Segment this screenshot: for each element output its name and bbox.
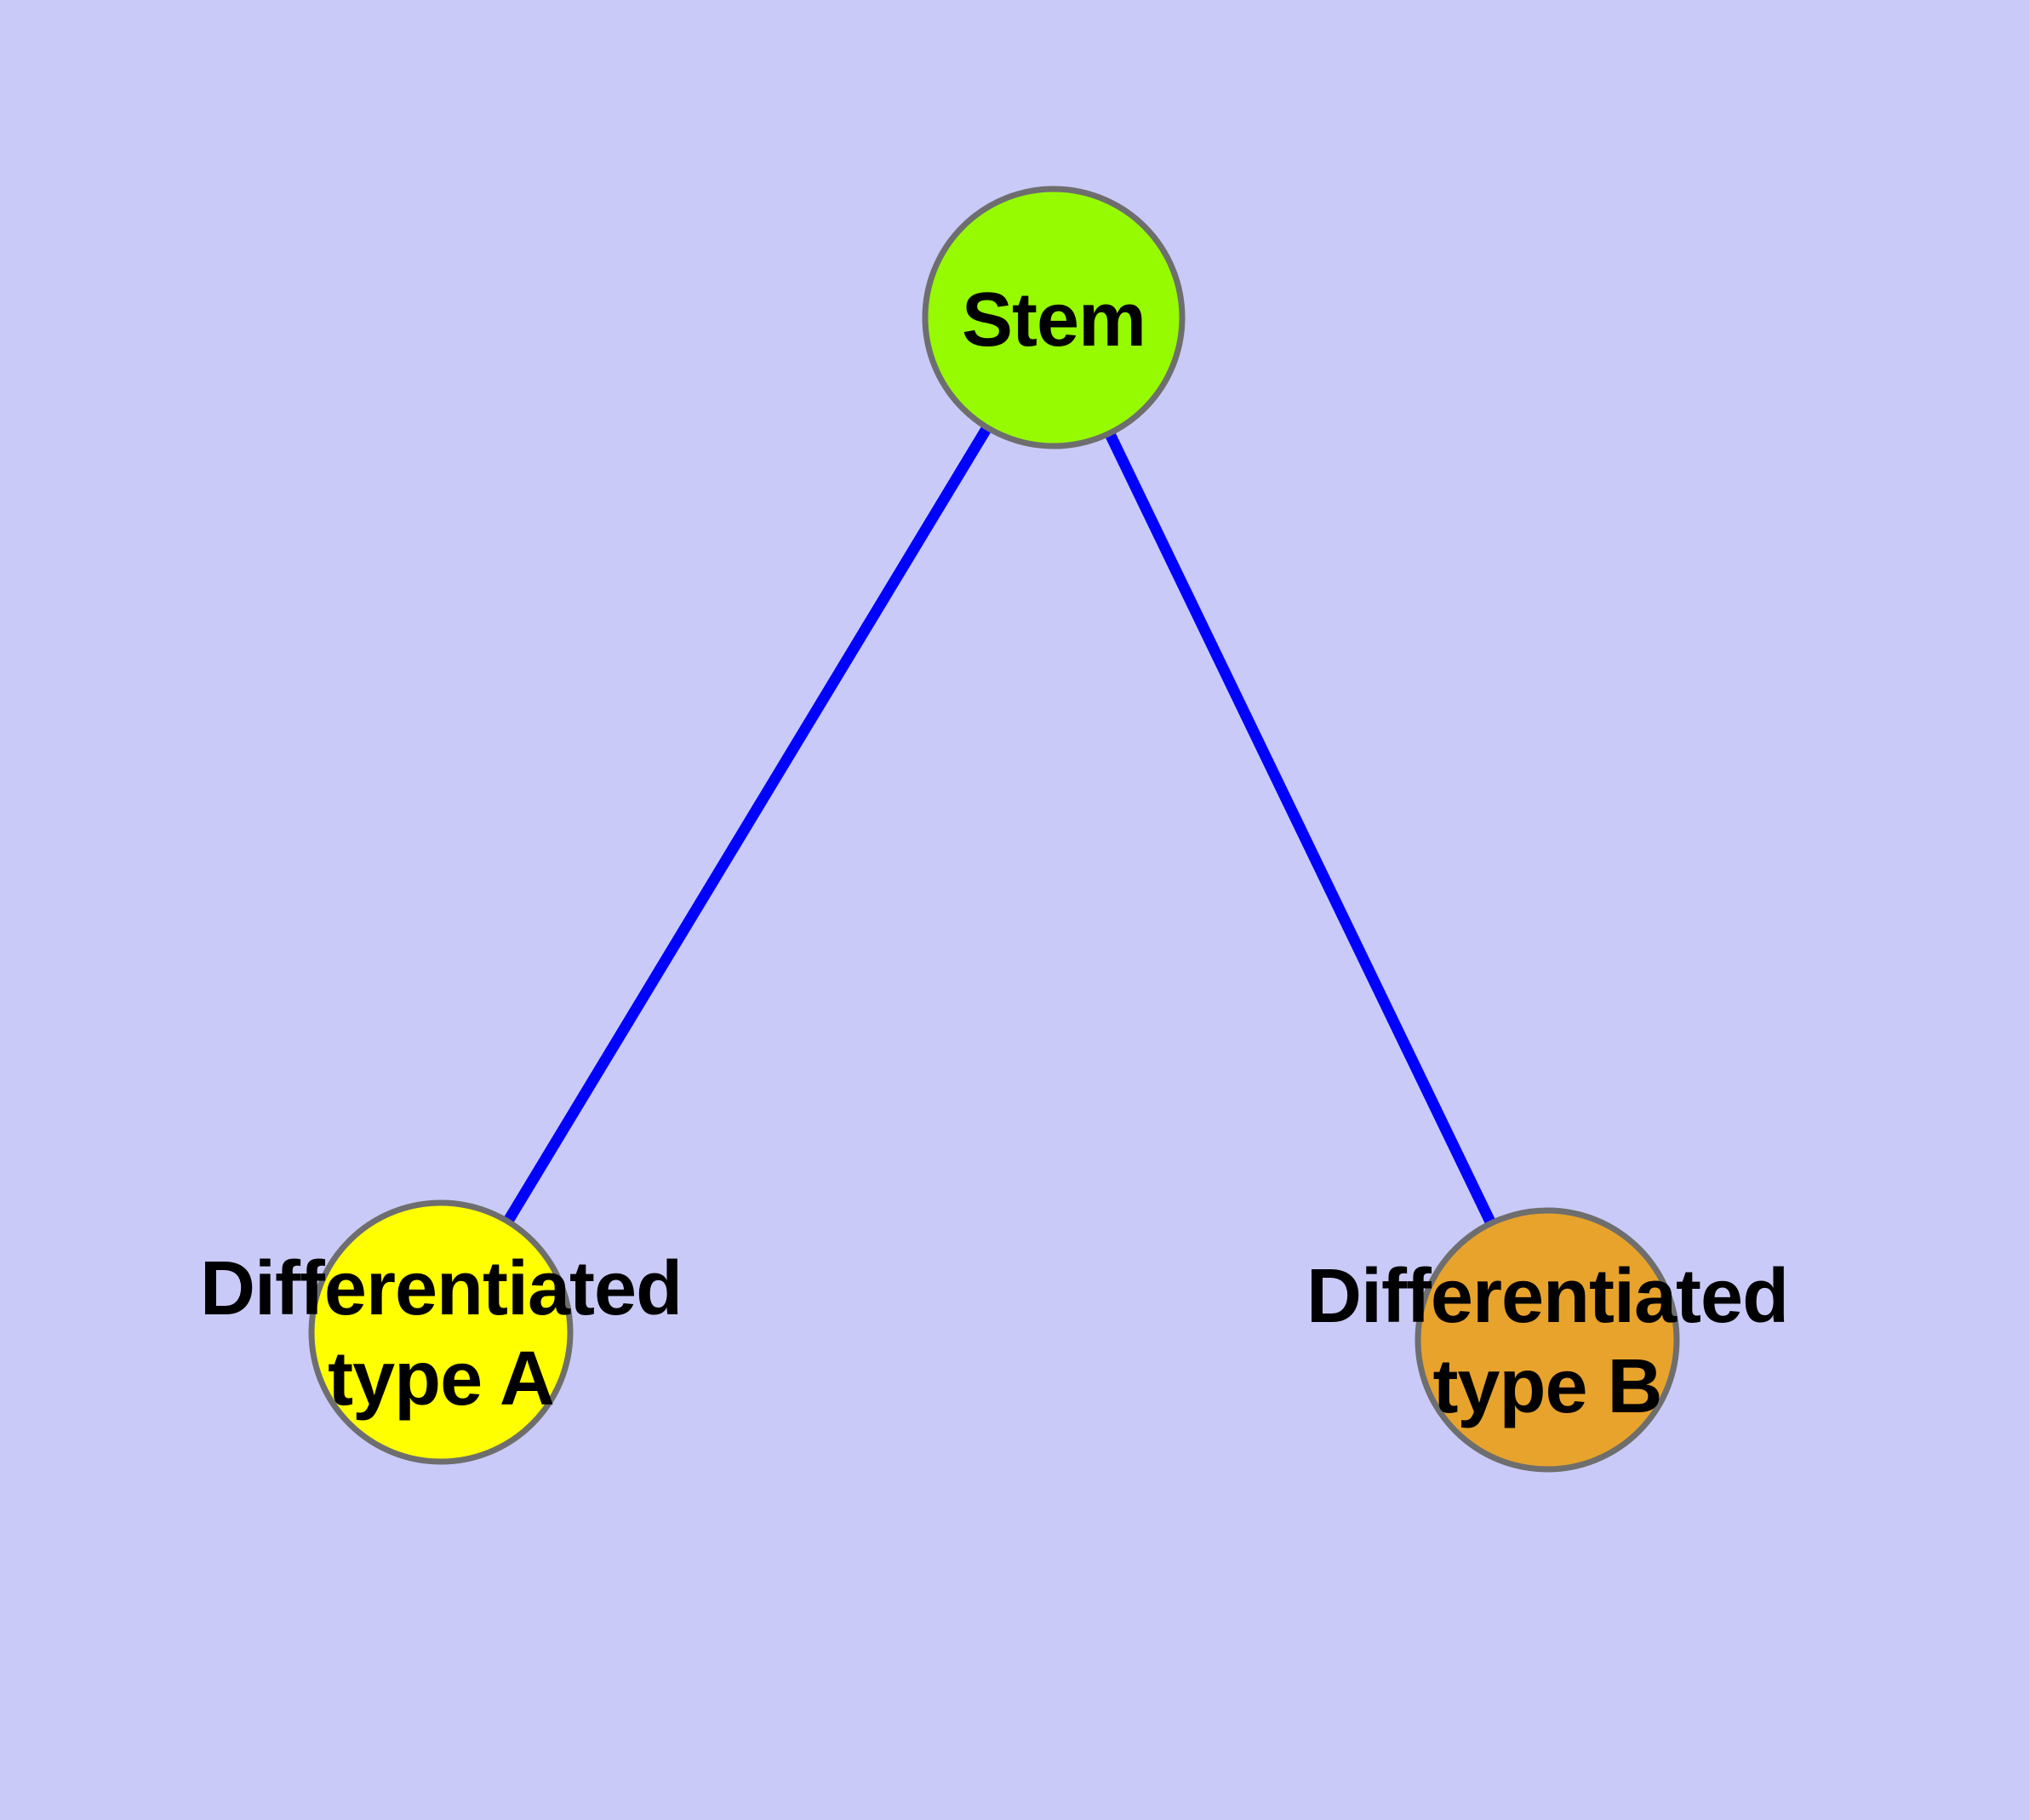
- stem-node-label: Stem: [961, 277, 1146, 363]
- type-b-node-label: Differentiated type B: [1306, 1253, 1789, 1429]
- edge-stem-to-type-a: [436, 314, 1059, 1336]
- edge-stem-to-type-b: [1049, 315, 1552, 1342]
- type-a-node-label: Differentiated type A: [199, 1245, 683, 1422]
- type-a-node-circle: [308, 1199, 574, 1465]
- type-b-node-circle: [1415, 1207, 1680, 1473]
- stem-node-circle: [922, 186, 1186, 449]
